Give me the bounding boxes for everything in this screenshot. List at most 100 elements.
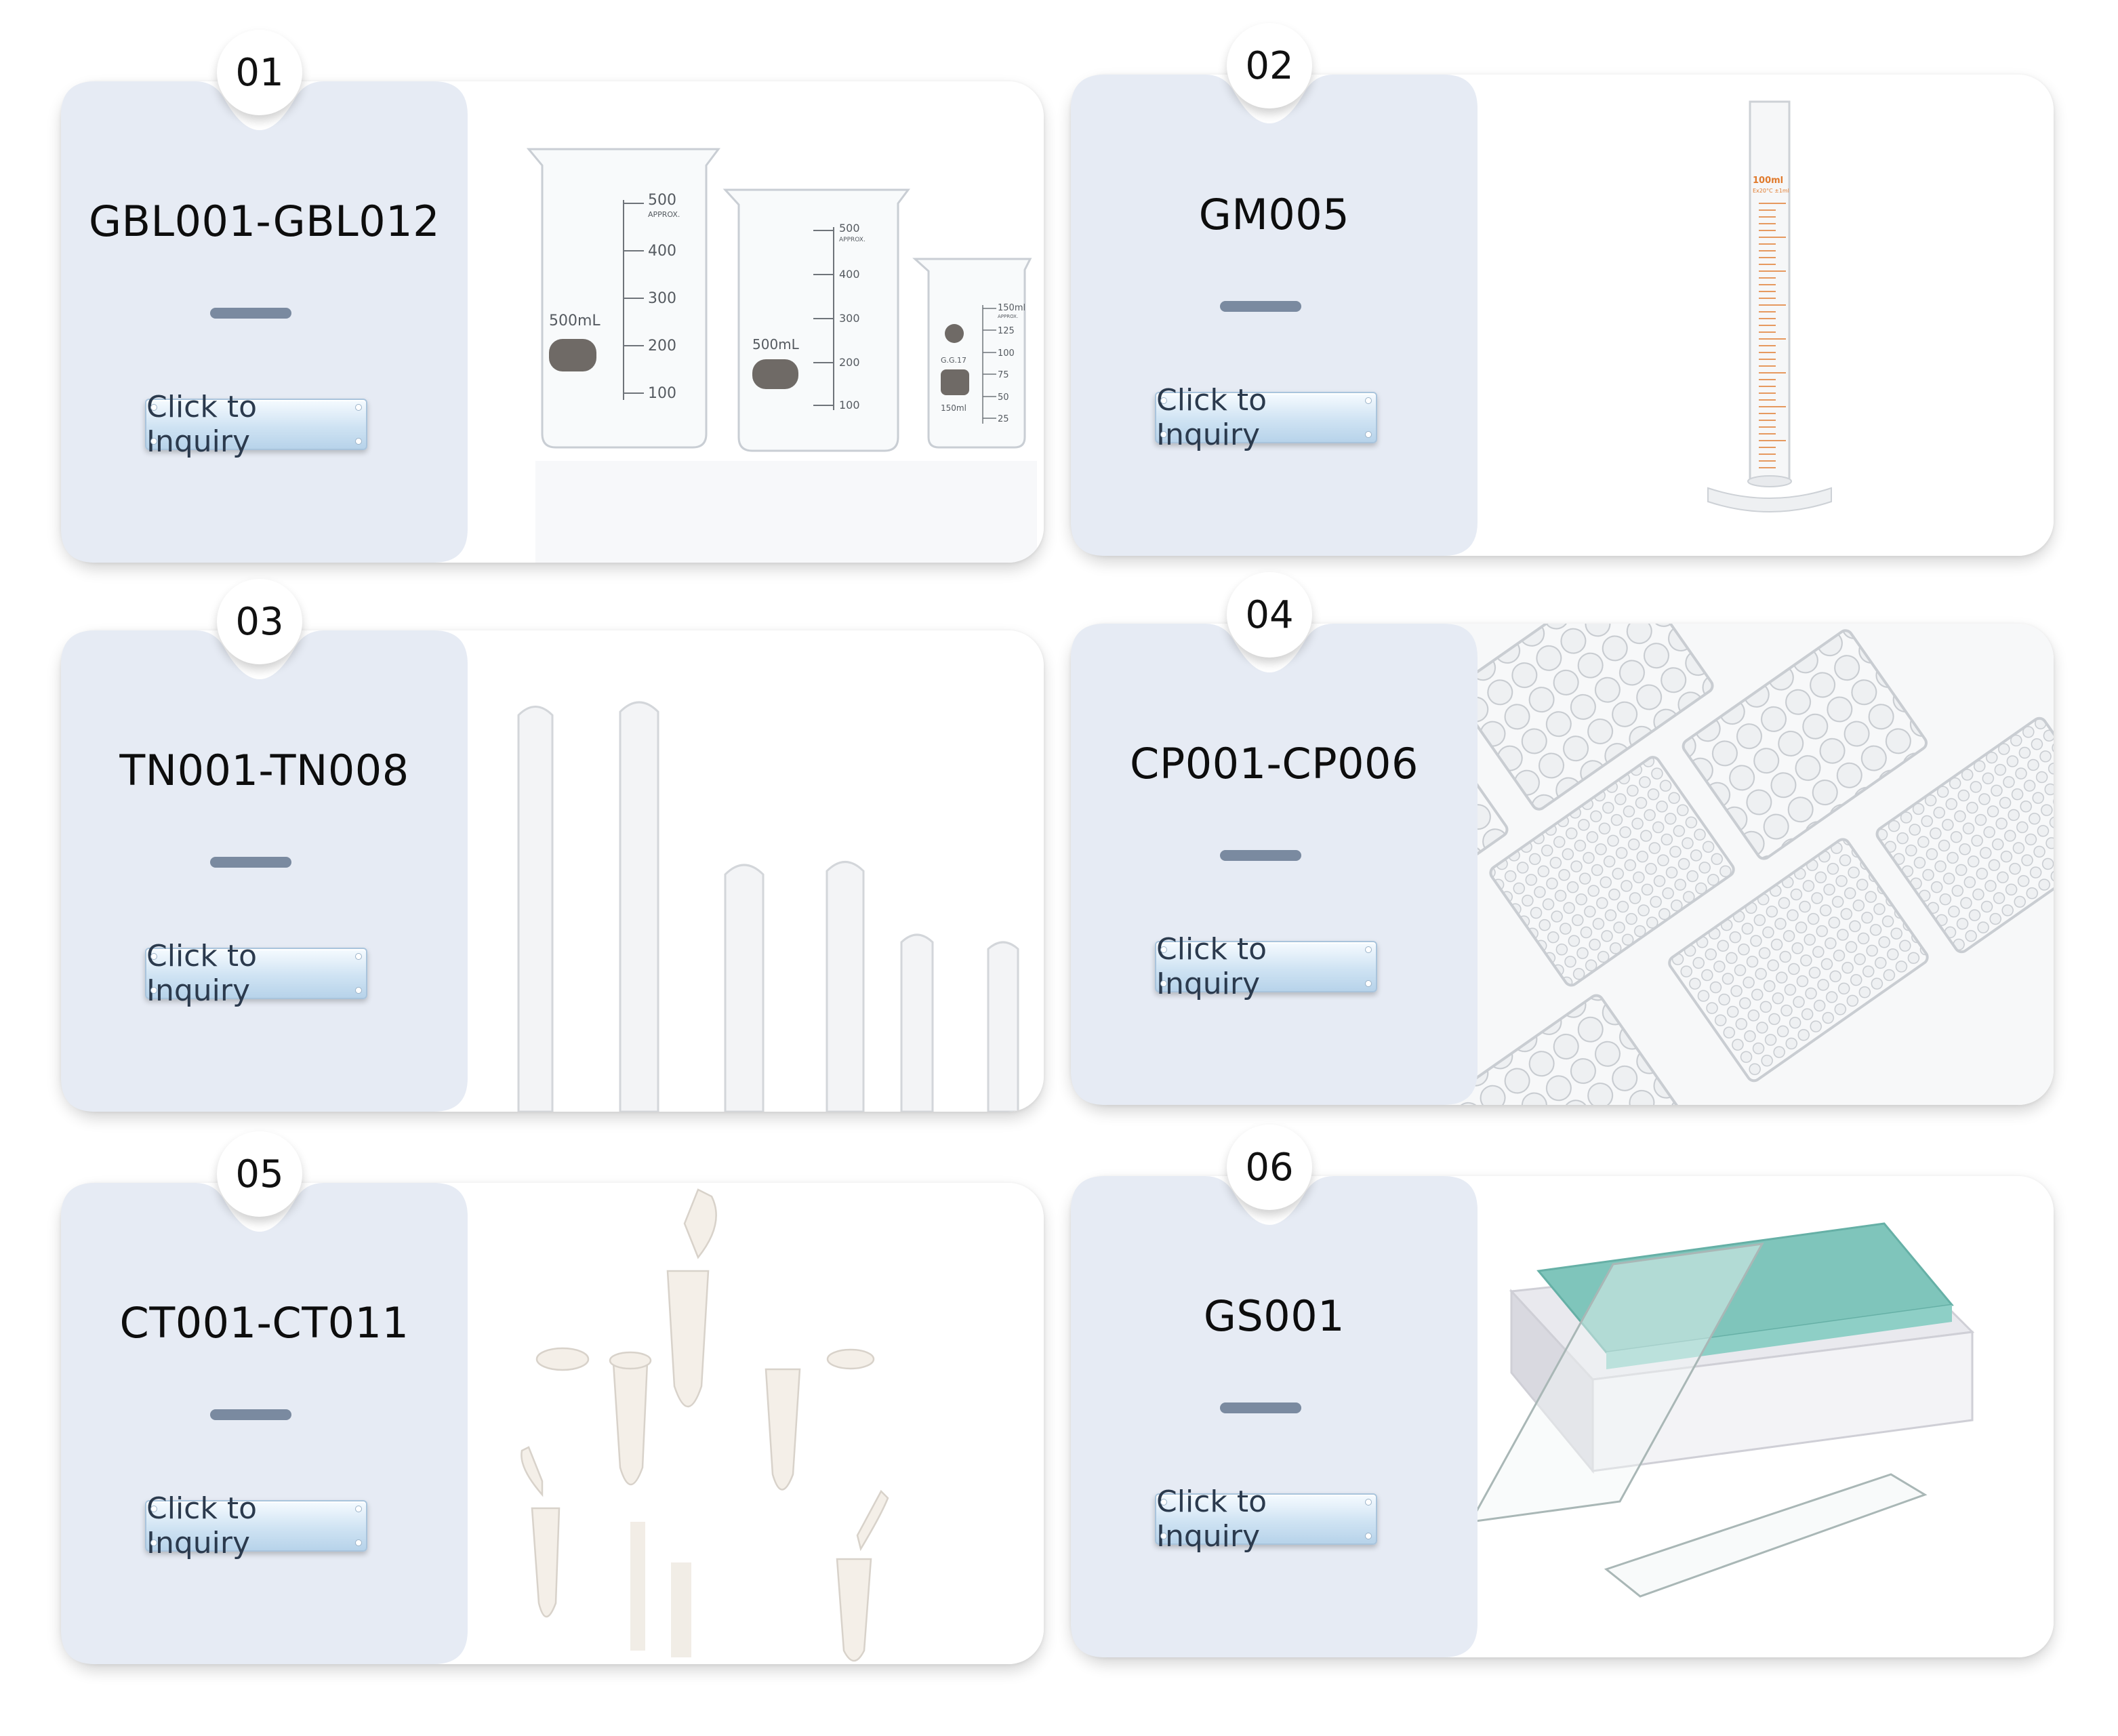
card-number-badge: 01 [217,30,302,115]
divider-dash [210,1409,291,1420]
rivet-icon [1365,397,1372,404]
rivet-icon [1160,946,1167,953]
product-image-graduated-cylinder[interactable]: 100ml Ex20°C ±1ml [1450,75,2054,556]
panel-shape [1071,1176,1478,1657]
test-tubes-illustration [517,701,1019,1112]
card-number-badge: 06 [1227,1125,1312,1210]
rivet-icon [1160,431,1167,438]
inquiry-button[interactable]: Click to Inquiry [1155,383,1377,452]
rivet-icon [1365,1533,1372,1539]
card-info-panel: 04 CP001-CP006 Click to Inquiry [1071,572,1478,1105]
rivet-icon [1365,1499,1372,1506]
beaker-large-mark-300: 300 [648,290,676,307]
rivet-icon [355,1539,362,1546]
product-code: TN001-TN008 [119,746,409,795]
product-image-test-tubes[interactable] [441,630,1044,1112]
inquiry-button-label: Click to Inquiry [1156,383,1267,452]
product-card-02: 100ml Ex20°C ±1ml 02 GM005 Click to Inqu… [1071,23,2054,556]
centrifuge-tubes-illustration [521,1188,889,1662]
product-code: CT001-CT011 [119,1298,409,1348]
product-code: GS001 [1203,1291,1345,1341]
cylinder-volume-label: 100ml [1753,176,1783,186]
inquiry-button-label: Click to Inquiry [146,1491,258,1560]
card-info-panel: 03 TN001-TN008 Click to Inquiry [61,579,468,1112]
product-card-06: 06 GS001 Click to Inquiry [1071,1125,2054,1657]
beaker-small-mark-125: 125 [998,326,1015,336]
rivet-icon [1160,397,1167,404]
inquiry-button-label: Click to Inquiry [1156,1485,1267,1554]
cell-plates-illustration [1450,624,2054,1105]
beaker-large-mark-200: 200 [648,338,676,355]
rivet-icon [1160,1499,1167,1506]
product-code: GBL001-GBL012 [88,197,441,246]
beaker-medium-capacity: 500mL [752,336,800,352]
inquiry-button[interactable]: Click to Inquiry [145,939,367,1008]
beaker-small-capacity: 150ml [941,403,966,413]
beaker-small-mark-50: 50 [998,392,1009,403]
inquiry-button[interactable]: Click to Inquiry [1155,932,1377,1001]
product-image-centrifuge-tubes[interactable] [441,1183,1044,1664]
rivet-icon [1365,946,1372,953]
product-image-glass-slides[interactable] [1450,1176,2054,1657]
card-info-panel: 02 GM005 Click to Inquiry [1071,23,1478,556]
card-number-badge: 03 [217,579,302,664]
cylinder-illustration: 100ml Ex20°C ±1ml [1707,100,1832,512]
panel-shape [61,81,468,563]
beaker-large-mark-400: 400 [648,243,676,260]
beaker-small-mark-100: 100 [998,348,1015,359]
inquiry-button-label: Click to Inquiry [146,390,258,459]
product-code: CP001-CP006 [1130,739,1419,788]
rivet-icon [150,953,157,960]
product-card-04: 04 CP001-CP006 Click to Inquiry [1071,572,2054,1105]
beaker-medium-mark-500: 500 [839,222,860,235]
rivet-icon [1160,980,1167,987]
beaker-medium-mark-300: 300 [839,312,860,325]
glass-slides-illustration [1469,1222,1975,1598]
rivet-icon [150,1506,157,1512]
product-card-01: 500 APPROX. 400 300 200 100 500mL [61,30,1044,563]
inquiry-button-label: Click to Inquiry [146,939,258,1008]
beaker-medium-approx: APPROX. [839,237,865,243]
rivet-icon [150,987,157,994]
rivet-icon [355,1506,362,1512]
product-image-cell-culture-plates[interactable] [1450,624,2054,1105]
product-card-05: 05 CT001-CT011 Click to Inquiry [61,1131,1044,1664]
card-info-panel: 01 GBL001-GBL012 Click to Inquiry [61,30,468,563]
beaker-large-approx: APPROX. [648,210,680,219]
rivet-icon [150,438,157,445]
inquiry-button[interactable]: Click to Inquiry [145,1491,367,1560]
beaker-large-mark-100: 100 [648,385,676,402]
card-number-badge: 05 [217,1131,302,1217]
product-image-beakers[interactable]: 500 APPROX. 400 300 200 100 500mL [441,81,1044,563]
beaker-medium-mark-400: 400 [839,268,860,281]
card-info-panel: 05 CT001-CT011 Click to Inquiry [61,1131,468,1664]
inquiry-button[interactable]: Click to Inquiry [1155,1485,1377,1554]
beaker-small-mark-25: 25 [998,414,1009,424]
rivet-icon [355,953,362,960]
divider-dash [1220,850,1301,861]
inquiry-button[interactable]: Click to Inquiry [145,390,367,459]
beaker-large-mark-500: 500 [648,192,676,209]
beaker-small-brand: G.G.17 [941,356,966,365]
panel-shape [61,630,468,1112]
panel-shape [1071,75,1478,556]
panel-shape [61,1183,468,1664]
rivet-icon [355,438,362,445]
divider-dash [1220,1402,1301,1413]
beaker-medium-mark-200: 200 [839,356,860,369]
divider-dash [210,857,291,868]
card-info-panel: 06 GS001 Click to Inquiry [1071,1125,1478,1657]
rivet-icon [150,1539,157,1546]
rivet-icon [1365,431,1372,438]
rivet-icon [355,404,362,411]
beaker-medium-mark-100: 100 [839,399,860,411]
beaker-large-capacity: 500mL [549,312,600,329]
beaker-small-mark-75: 75 [998,370,1009,380]
rivet-icon [355,987,362,994]
divider-dash [1220,301,1301,312]
product-code: GM005 [1198,190,1350,239]
beaker-small-approx: APPROX. [998,314,1018,319]
rivet-icon [150,404,157,411]
card-number-badge: 04 [1227,572,1312,658]
rivet-icon [1365,980,1372,987]
